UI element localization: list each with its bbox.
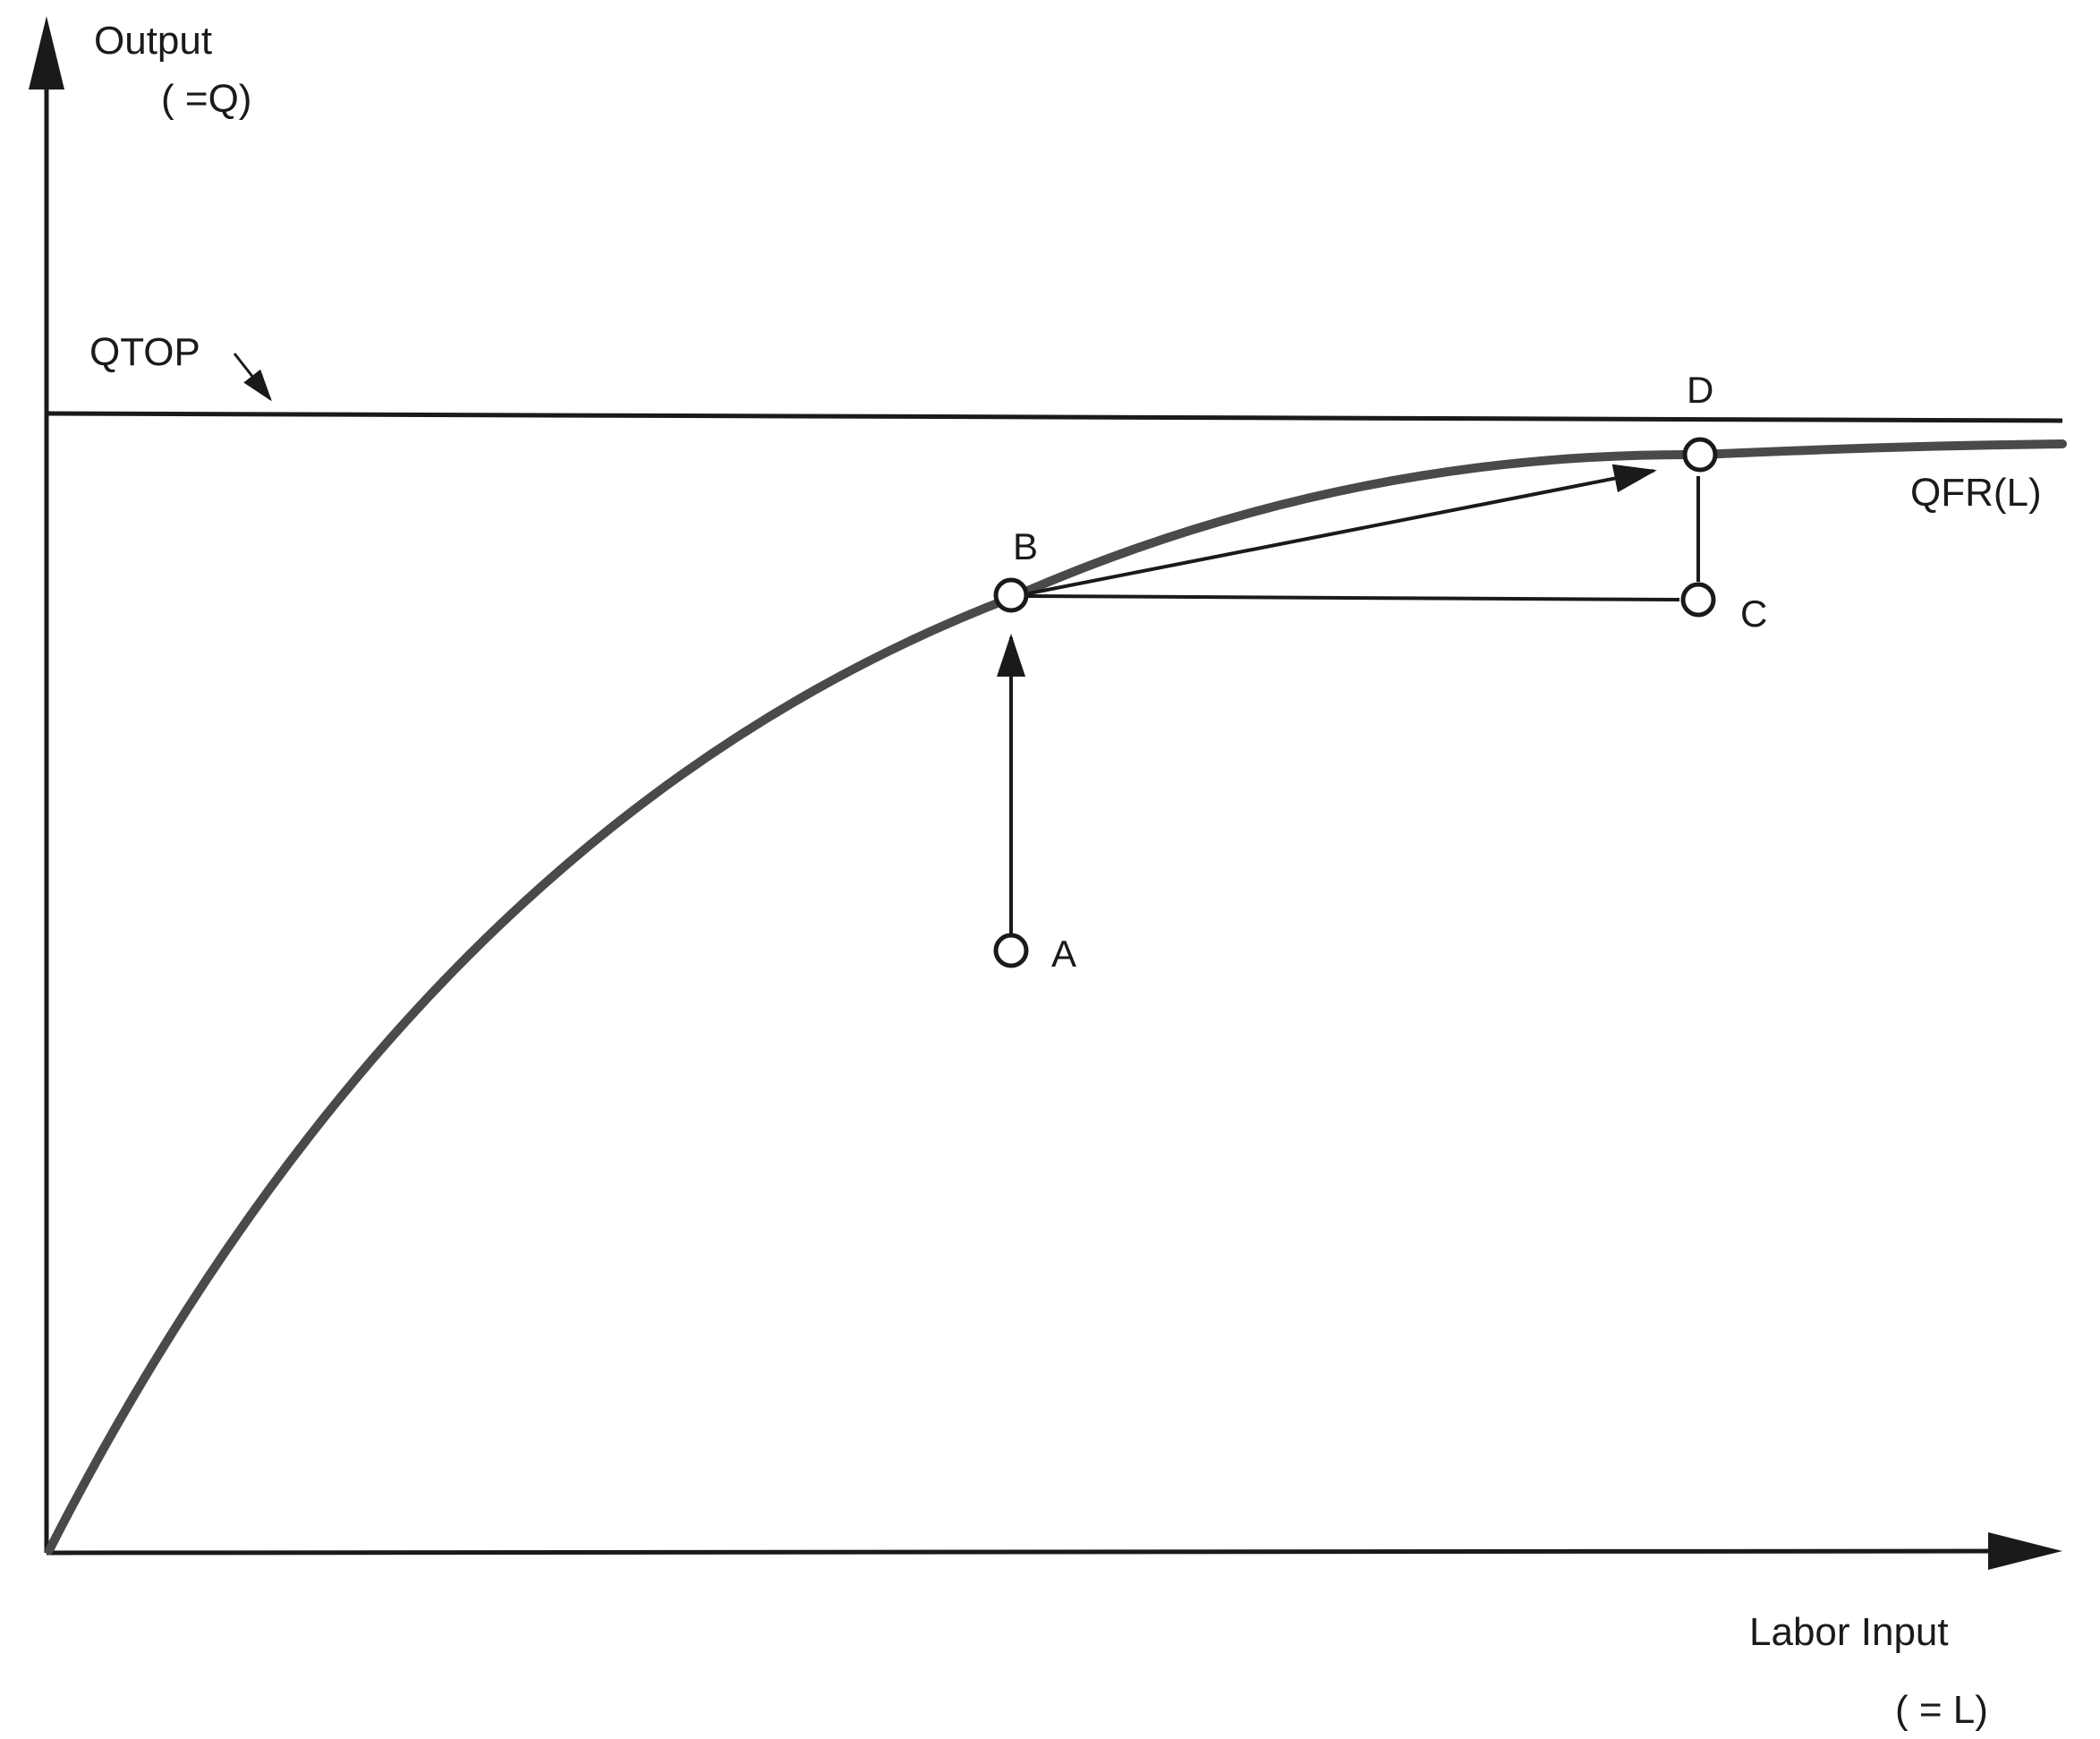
point-a-label: A: [1051, 933, 1076, 975]
point-b-marker: [993, 577, 1029, 613]
qtop-line: [46, 411, 2063, 423]
qfr-label: QFR(L): [1910, 471, 2042, 515]
qtop-pointer-arrow: [233, 353, 272, 402]
segment-b-to-c: [1026, 594, 1680, 601]
point-d-marker: [1682, 437, 1718, 473]
point-c-label: C: [1740, 592, 1767, 635]
x-axis-line: [46, 1548, 2014, 1556]
point-b-label: B: [1013, 525, 1038, 567]
y-axis-label-line1: Output: [94, 19, 212, 63]
x-axis-label-line1: Labor Input: [1749, 1610, 1949, 1654]
y-axis-label-line2: ( =Q): [161, 77, 251, 121]
qfr-curve: [45, 439, 2067, 1555]
point-a-marker: [993, 933, 1029, 968]
point-c-marker: [1680, 582, 1716, 618]
y-axis-arrowhead: [29, 16, 64, 90]
arrow-b-to-d: [1024, 464, 1657, 596]
qtop-label: QTOP: [89, 330, 200, 374]
x-axis-arrowhead: [1988, 1532, 2062, 1570]
point-d-label: D: [1687, 369, 1713, 411]
x-axis-label-line2: ( = L): [1895, 1688, 1988, 1732]
